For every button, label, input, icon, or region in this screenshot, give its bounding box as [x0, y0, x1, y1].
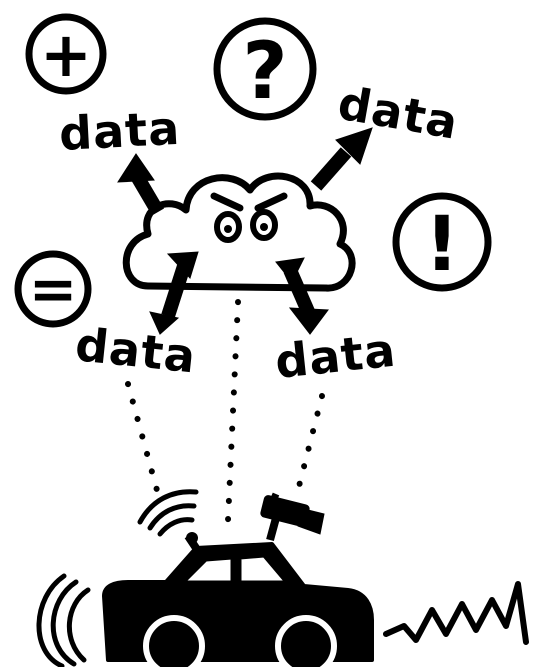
car-icon	[102, 532, 374, 667]
angry-cloud-icon	[122, 172, 356, 292]
camera-icon	[260, 492, 325, 542]
arrow-top-left	[117, 153, 165, 216]
arrow-bottom-right	[275, 257, 329, 335]
exclamation-icon: !	[392, 192, 492, 292]
arrow-top-right	[310, 127, 373, 191]
dotted-signal-lines	[125, 299, 325, 523]
signal-waves-icon	[137, 489, 199, 537]
arrow-bottom-left	[149, 251, 199, 335]
left-sound-waves-icon	[36, 573, 91, 667]
question-icon: ?	[213, 17, 317, 121]
data-label-bottom-right: data	[273, 323, 399, 389]
plus-symbol: +	[40, 18, 92, 91]
plus-icon: +	[25, 13, 107, 95]
arrows	[117, 127, 373, 335]
exclamation-symbol: !	[425, 199, 460, 288]
equals-icon: =	[14, 250, 92, 328]
data-label-top-left: data	[58, 101, 182, 161]
data-label-bottom-left: data	[73, 317, 199, 383]
zigzag-icon	[383, 581, 529, 645]
equals-symbol: =	[29, 255, 78, 323]
question-symbol: ?	[242, 27, 287, 117]
